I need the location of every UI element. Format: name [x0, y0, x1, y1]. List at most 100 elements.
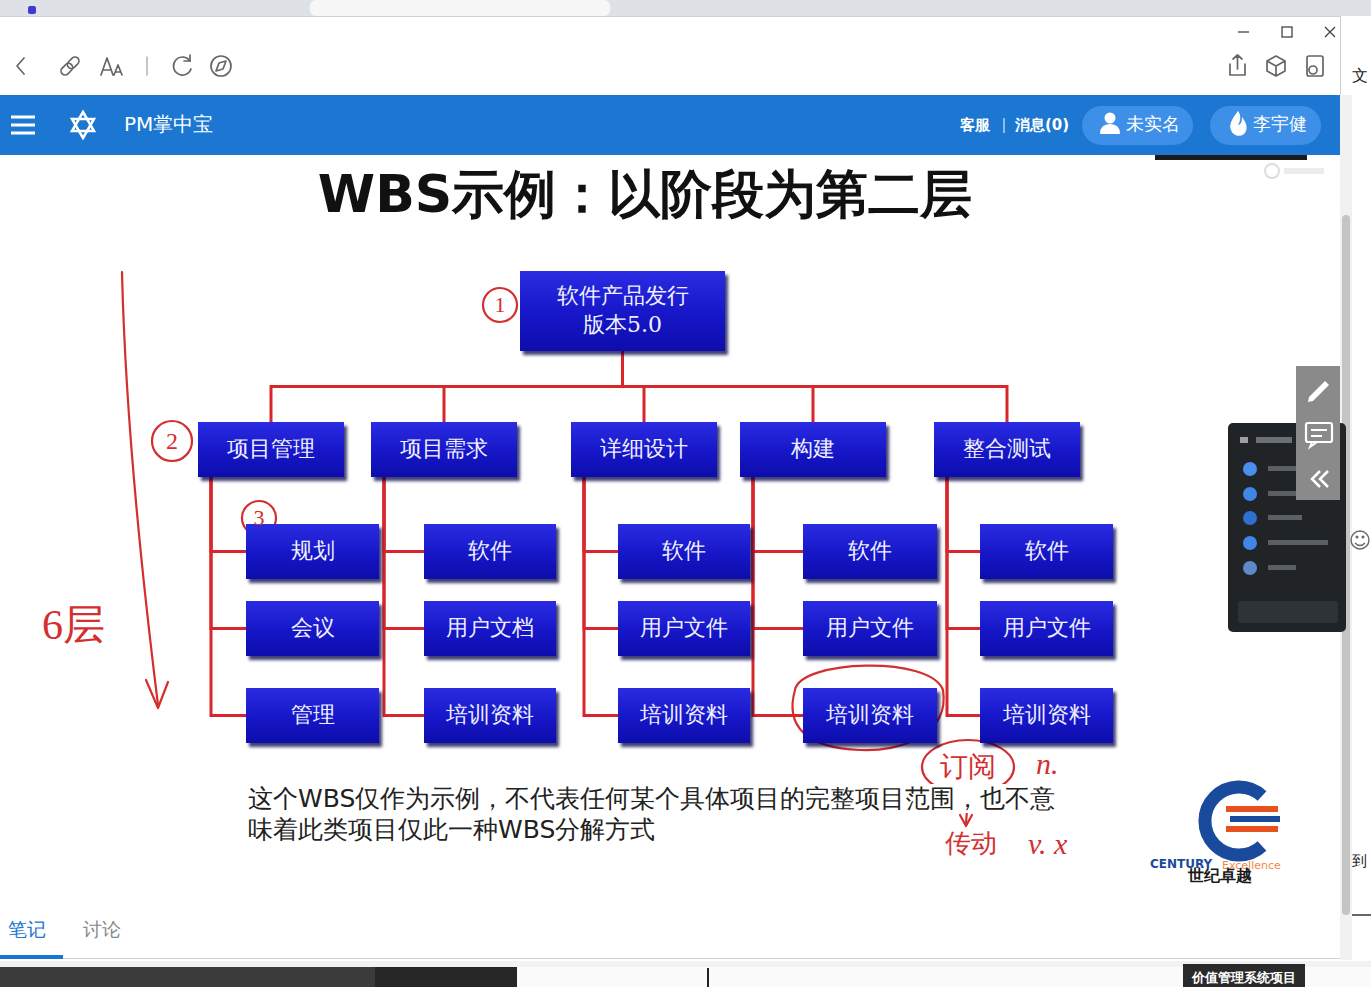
wbs-box: 培训资料 — [618, 688, 750, 743]
wbs-box: 培训资料 — [803, 688, 937, 743]
window-border — [0, 16, 1340, 17]
emoji-icon — [1351, 531, 1369, 549]
tree-connector — [584, 477, 618, 629]
tree-connector — [444, 351, 623, 422]
handwritten-note: 传动 — [945, 829, 997, 858]
watermark-icon — [1265, 164, 1279, 178]
handwritten-marks — [122, 272, 1014, 826]
box-label: 会议 — [291, 614, 335, 643]
bottom-bar — [375, 967, 517, 987]
title-wrap: WBS示例：以阶段为第二层 — [318, 163, 972, 225]
logo-text: 世纪卓越 — [1188, 866, 1252, 885]
tree-connector — [947, 477, 980, 629]
handwritten-note: n. — [1036, 747, 1059, 780]
wbs-box: 培训资料 — [424, 688, 556, 743]
tab-strip — [0, 0, 1371, 16]
app-name-wrap: PM掌中宝 — [124, 112, 213, 136]
tree-connector — [753, 477, 803, 629]
box-label: 软件 — [1025, 537, 1069, 566]
company-logo — [1205, 787, 1280, 855]
bottom-bar — [517, 967, 1371, 987]
box-label: 培训资料 — [640, 701, 728, 730]
star-icon — [72, 112, 94, 138]
box-label: 培训资料 — [1003, 701, 1091, 730]
wbs-box: 管理 — [246, 688, 379, 743]
tab-label: 笔记 — [8, 918, 46, 940]
wbs-box: 整合测试 — [934, 422, 1080, 477]
menu-link-wrap: 消息(0) — [1015, 115, 1069, 134]
tab-label: 讨论 — [83, 918, 121, 940]
tree-connector — [384, 477, 424, 552]
tree-connector — [584, 477, 618, 552]
tree-connector — [271, 351, 623, 422]
box-label: 项目需求 — [400, 435, 488, 464]
tree-connector — [584, 477, 618, 716]
wbs-box: 规划 — [246, 524, 379, 579]
box-label: 构建 — [791, 435, 835, 464]
active-tab — [310, 0, 610, 16]
bottom-bar — [0, 967, 375, 987]
tree-connector — [211, 477, 246, 629]
project-tag-text-wrap: 价值管理系统项目 — [1192, 967, 1296, 986]
wbs-box: 用户文件 — [980, 601, 1113, 656]
watermark-bar — [1284, 168, 1324, 174]
side-line — [1352, 914, 1371, 916]
edge-text-wrap: 到 — [1352, 851, 1367, 870]
pill-button — [1210, 106, 1321, 145]
box-label: 软件产品发行 版本5.0 — [553, 282, 693, 339]
box-label: 管理 — [291, 701, 335, 730]
handwritten-note: v. x — [1028, 827, 1067, 860]
box-label: 培训资料 — [446, 701, 534, 730]
tab-label-wrap: 讨论 — [83, 918, 121, 941]
tree-connector — [623, 351, 1008, 422]
handwritten-note: 订阅 — [940, 751, 996, 782]
root-box: 软件产品发行 版本5.0 — [520, 271, 725, 351]
edge-text: 文 — [1352, 66, 1368, 85]
wbs-box: 构建 — [740, 422, 886, 477]
logo-text-wrap: 世纪卓越 — [1188, 866, 1252, 885]
menu-link-wrap: 客服 — [960, 115, 990, 134]
wbs-box: 用户文件 — [618, 601, 750, 656]
person-icon — [1105, 113, 1116, 124]
wbs-box: 软件 — [424, 524, 556, 579]
tree-connector — [947, 477, 980, 716]
window-controls — [1238, 27, 1335, 37]
flame-icon — [1230, 111, 1246, 136]
callout-number-wrap: 2 — [166, 427, 178, 456]
handwritten-note-wrap: n. — [1036, 746, 1059, 782]
connector-group — [211, 351, 1007, 716]
callout-number: 2 — [166, 428, 178, 454]
handwritten-note-wrap: 6层 — [42, 600, 105, 650]
menu-icon — [11, 117, 35, 133]
box-label: 用户文档 — [446, 614, 534, 643]
tree-connector — [753, 477, 803, 552]
tree-connector — [211, 477, 246, 552]
wbs-box: 培训资料 — [980, 688, 1113, 743]
bottom-divider — [707, 968, 709, 987]
tree-connector — [384, 477, 424, 629]
box-label: 软件 — [848, 537, 892, 566]
bottom-strip — [0, 961, 1371, 987]
slide-title: WBS示例：以阶段为第二层 — [318, 164, 972, 224]
button-label-wrap: 未实名 — [1126, 113, 1180, 135]
pill-button — [1082, 106, 1193, 145]
edge-text-wrap: 文 — [1352, 66, 1368, 85]
tab-icon — [28, 6, 36, 14]
menu-link: 消息(0) — [1015, 116, 1069, 134]
box-label: 用户文件 — [1003, 614, 1091, 643]
toolbar-icons — [17, 55, 1323, 77]
callout-number: 3 — [254, 505, 265, 530]
user-name-wrap: 李宇健 — [1253, 113, 1307, 135]
callout-number-wrap: 1 — [495, 292, 506, 318]
wbs-box: 软件 — [980, 524, 1113, 579]
wbs-box: 详细设计 — [571, 422, 717, 477]
tab-underline — [0, 955, 63, 959]
app-bar — [0, 95, 1340, 155]
box-label: 用户文件 — [826, 614, 914, 643]
wbs-box: 软件 — [803, 524, 937, 579]
handwritten-note-wrap: 传动 — [945, 828, 997, 859]
box-label: 整合测试 — [963, 435, 1051, 464]
